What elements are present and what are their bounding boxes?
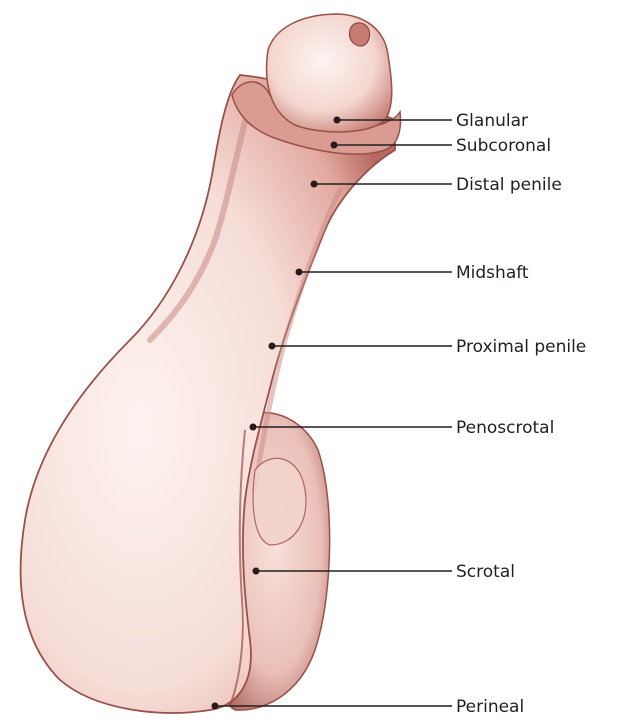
label-text-glanular: Glanular (456, 111, 528, 131)
marker-perineal (212, 703, 219, 710)
marker-midshaft (296, 269, 303, 276)
marker-penoscrotal (250, 424, 257, 431)
marker-glanular (334, 117, 341, 124)
marker-scrotal (253, 568, 260, 575)
marker-distal-penile (311, 181, 318, 188)
marker-subcoronal (331, 142, 338, 149)
meatus-shape (349, 23, 369, 46)
label-text-penoscrotal: Penoscrotal (456, 418, 554, 438)
shaft-shape (21, 75, 395, 713)
label-text-distal-penile: Distal penile (456, 175, 562, 195)
label-proximal-penile: Proximal penile (269, 337, 587, 357)
label-text-scrotal: Scrotal (456, 562, 515, 582)
glans-shape (267, 14, 392, 132)
label-text-proximal-penile: Proximal penile (456, 337, 586, 357)
label-text-perineal: Perineal (456, 697, 524, 717)
label-text-subcoronal: Subcoronal (456, 136, 551, 156)
label-text-midshaft: Midshaft (456, 263, 529, 283)
illustration (21, 14, 401, 713)
marker-proximal-penile (269, 343, 276, 350)
label-midshaft: Midshaft (296, 263, 529, 283)
